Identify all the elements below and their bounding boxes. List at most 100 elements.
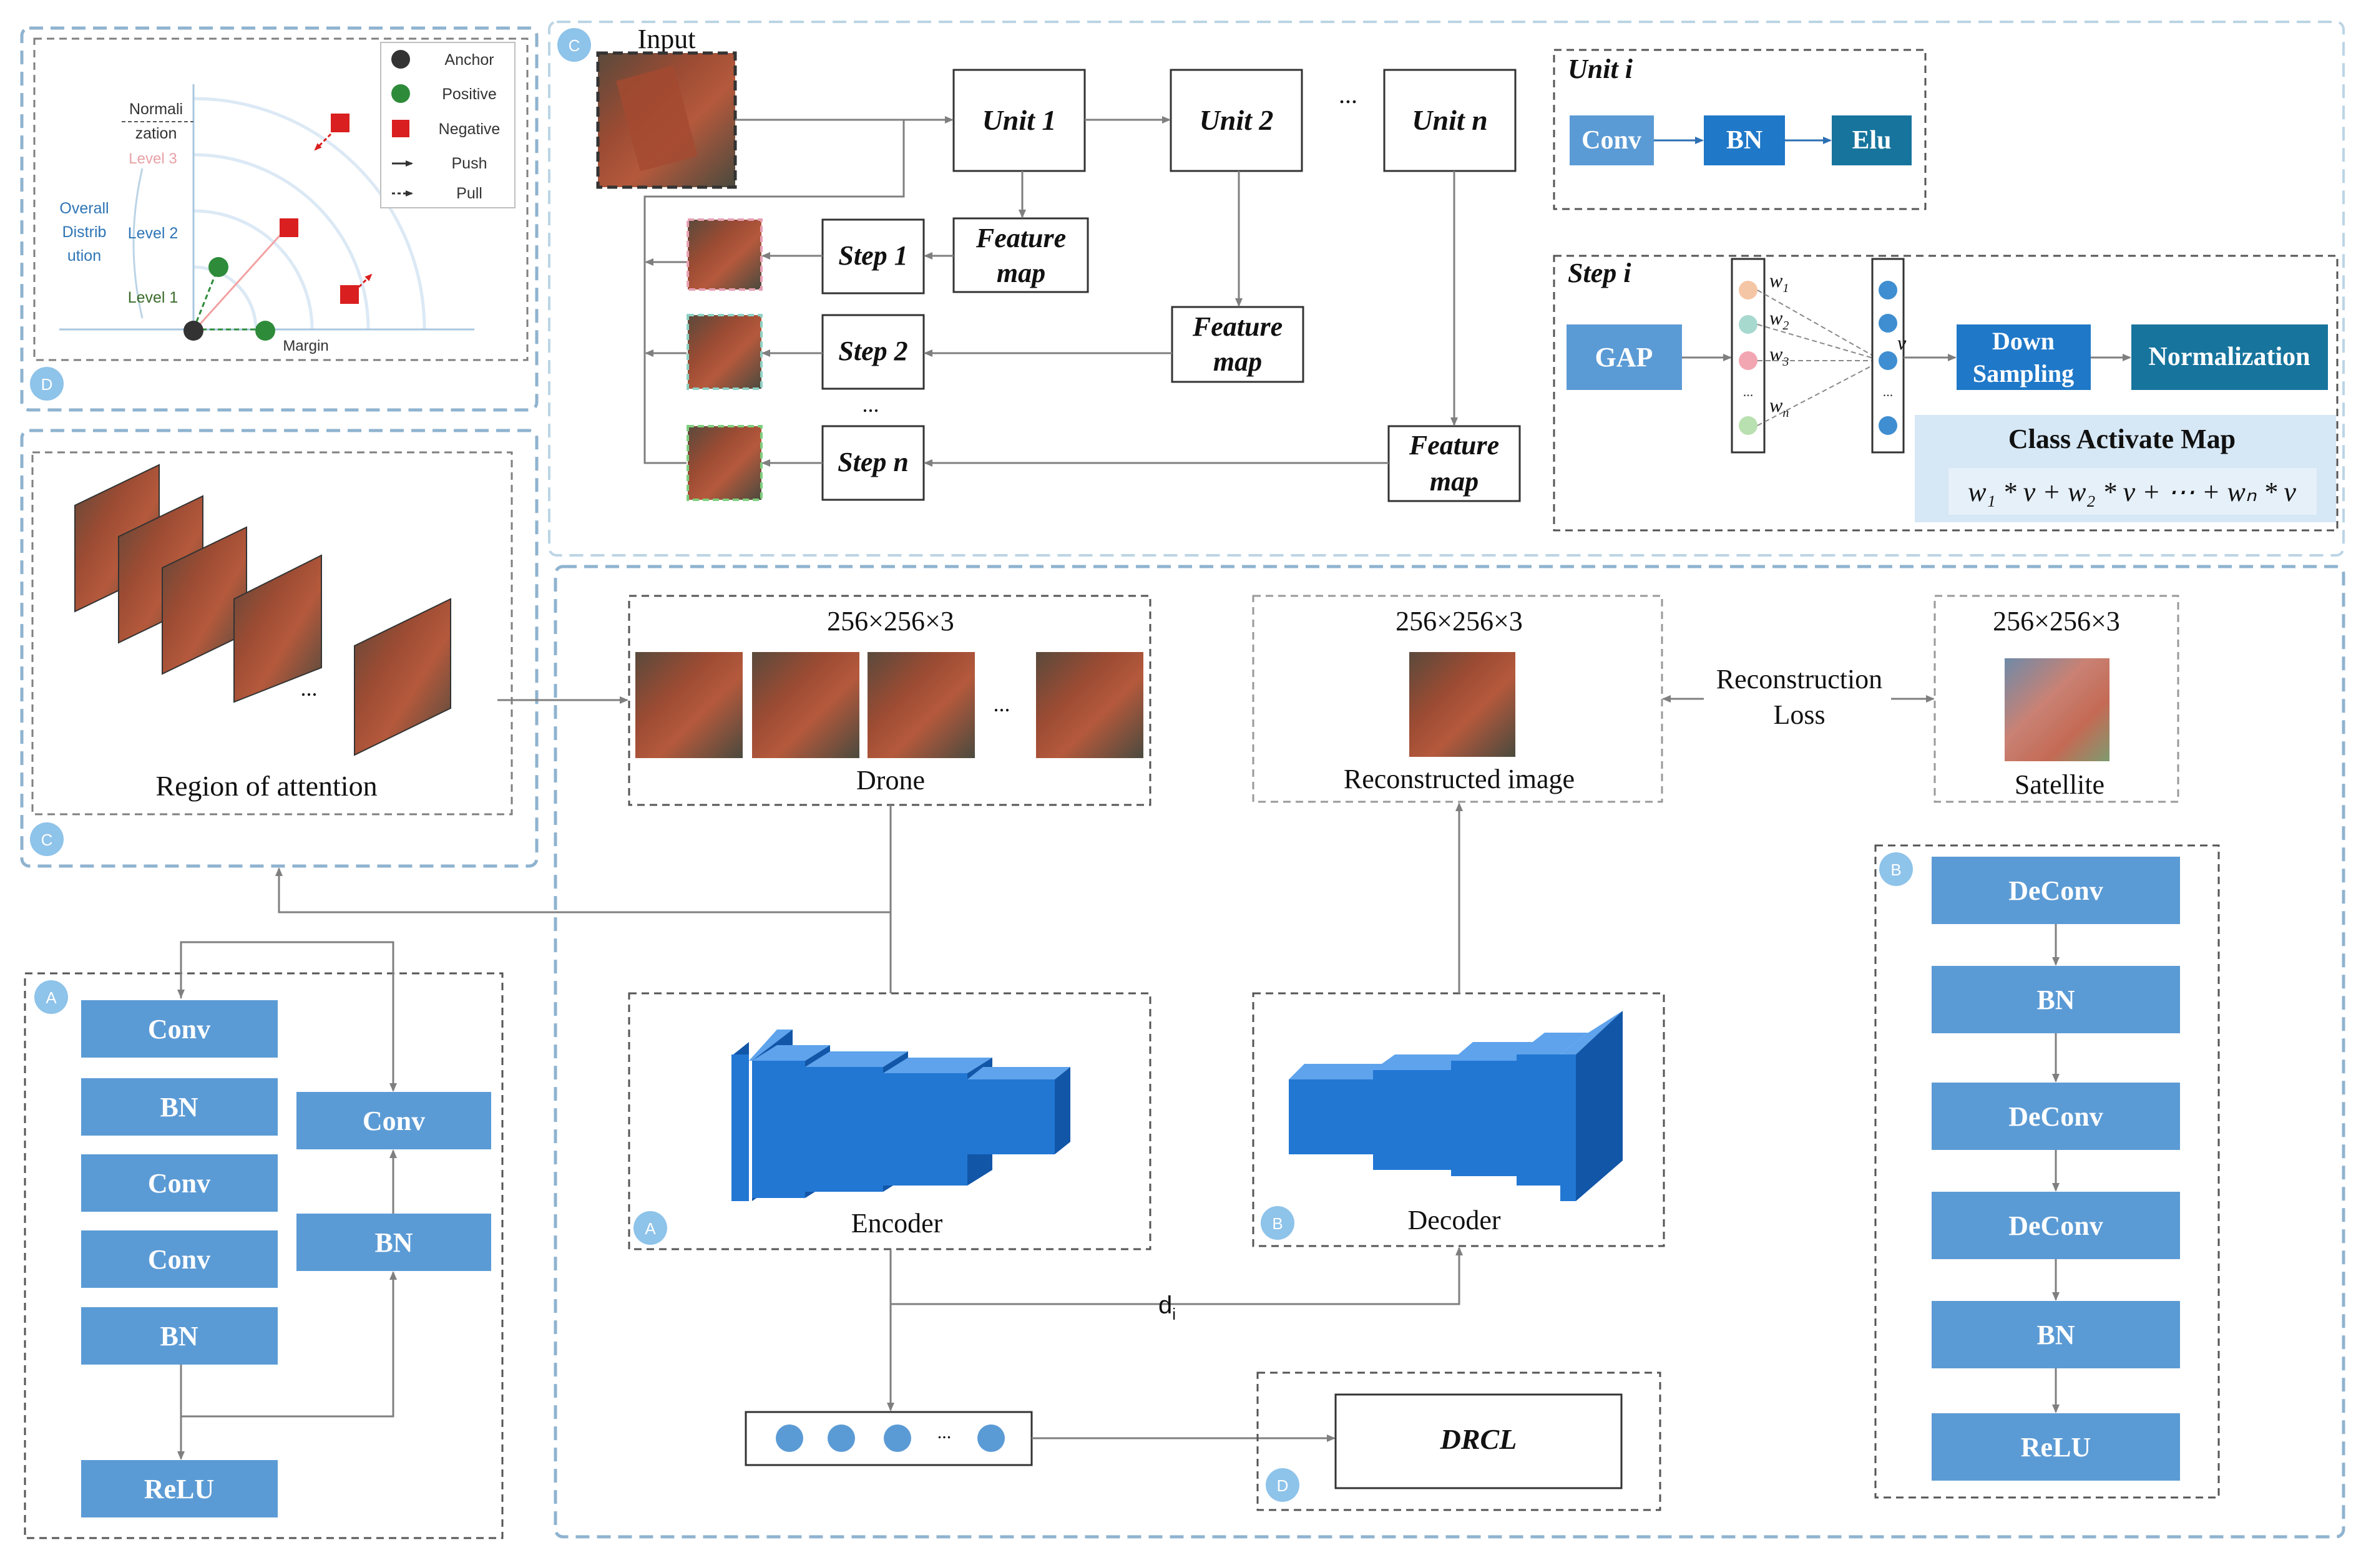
badge-d-drcl	[1266, 1468, 1299, 1502]
cam-formula-box	[1948, 468, 2317, 515]
unit-i-elu-block	[1832, 115, 1912, 165]
weight-node-2	[1739, 315, 1757, 334]
negative-point	[340, 285, 359, 304]
normalization-block-label: Normalization	[2149, 343, 2310, 371]
feature-map-n-label-a: Feature	[1409, 430, 1499, 460]
a-skip-bn	[296, 1214, 491, 1271]
badge-d-label: D	[41, 375, 53, 394]
badge-b-decoder	[1261, 1206, 1294, 1240]
level-2-label: Level 2	[128, 225, 178, 242]
reconstructed-size-label: 256×256×3	[1396, 606, 1523, 636]
loss-label-2: Loss	[1773, 699, 1825, 730]
badge-d-drcl-label: D	[1277, 1476, 1289, 1495]
unit-i-elu-label: Elu	[1852, 126, 1891, 155]
unit-i-conv-label: Conv	[1581, 126, 1641, 155]
v-node	[1879, 281, 1897, 299]
panel-a-frame	[24, 972, 504, 1539]
down-sampling-label-1: Down	[1992, 327, 2055, 355]
heatmap-step-2	[687, 314, 763, 390]
push-arrow	[314, 133, 332, 151]
decoder-cubes	[1289, 1011, 1623, 1201]
drone-image-1	[635, 652, 743, 758]
a-conv-3-label: Conv	[148, 1244, 210, 1275]
b-relu	[1932, 1413, 2180, 1481]
steps-ellipsis: ...	[863, 392, 879, 417]
unit-2-block	[1170, 69, 1303, 172]
panel-c-left: ... Region of attention C	[20, 429, 539, 868]
weight-node-n	[1739, 416, 1757, 435]
satellite-image	[2005, 658, 2109, 761]
main-panel: 256×256×3 ... Drone 256×256×3 Reconstruc…	[275, 565, 2345, 1539]
panel-d: Normali zation Level 3 Overall Distrib u…	[20, 26, 539, 412]
a-conv-3	[81, 1230, 278, 1288]
weight-2-label: w2	[1769, 306, 1789, 333]
feature-map-2	[1171, 306, 1304, 383]
a-bn-2-label: BN	[160, 1321, 198, 1351]
badge-c-left-label: C	[41, 830, 53, 849]
panel-d-inner-frame	[33, 37, 529, 361]
drcl-box	[1256, 1371, 1661, 1511]
satellite-label: Satellite	[2015, 769, 2104, 800]
badge-a-encoder	[633, 1211, 667, 1245]
weight-node-1	[1739, 281, 1757, 299]
reconstructed-image	[1409, 652, 1515, 757]
b-bn-2-label: BN	[2036, 1320, 2075, 1350]
b-deconv-1-label: DeConv	[2008, 875, 2103, 906]
v-node	[1879, 416, 1897, 435]
weight-node-3	[1739, 351, 1757, 370]
positive-point	[208, 257, 228, 277]
level-3-label: Level 3	[129, 150, 177, 167]
feature-node	[828, 1424, 855, 1452]
main-panel-frame	[554, 565, 2345, 1539]
unit-i-conv-block	[1570, 115, 1654, 165]
b-deconv-3	[1932, 1192, 2180, 1259]
reconstructed-label: Reconstructed image	[1344, 764, 1575, 794]
units-ellipsis: ...	[1339, 80, 1357, 109]
feature-node	[977, 1424, 1005, 1452]
weight-1-label: w1	[1769, 269, 1789, 295]
unit-i-bn-block	[1704, 115, 1785, 165]
stack-ellipsis: ...	[301, 676, 318, 701]
a-conv-1-label: Conv	[148, 1014, 210, 1045]
weight-ellipsis: ...	[1743, 384, 1754, 399]
encoder-to-decoder-di	[891, 1247, 1463, 1305]
feature-map-2-label-b: map	[1213, 346, 1262, 377]
b-bn-1	[1932, 966, 2180, 1033]
legend-negative-label: Negative	[439, 120, 501, 138]
region-of-attention-label: Region of attention	[155, 770, 377, 802]
panel-c-top: C Input Unit 1 Unit 2 Unit n ... Feature…	[548, 21, 2345, 557]
a-skip-conv	[296, 1092, 491, 1149]
b-deconv-1	[1932, 857, 2180, 924]
drone-image-3	[868, 652, 975, 758]
negative-point	[280, 218, 298, 237]
negative-point	[331, 114, 350, 132]
drone-label: Drone	[856, 765, 925, 796]
a-skip-conv-label: Conv	[363, 1106, 425, 1136]
badge-c-top	[557, 28, 591, 62]
feature-map-1-label-a: Feature	[975, 223, 1066, 253]
unit-n-label: Unit n	[1412, 104, 1487, 136]
unit-1-label: Unit 1	[982, 104, 1057, 136]
drone-image-2	[752, 652, 859, 758]
attention-image-stack	[74, 464, 451, 756]
weight-n-label: wn	[1769, 394, 1789, 420]
input-roof	[616, 66, 698, 172]
push-line	[198, 230, 285, 326]
step-n-label: Step n	[838, 447, 909, 477]
badge-b-decoder-label: B	[1272, 1214, 1283, 1233]
level-1-label: Level 1	[128, 289, 178, 306]
encoder-cubes	[731, 1030, 1070, 1201]
a-conv-2-label: Conv	[148, 1168, 210, 1199]
step-2-label: Step 2	[838, 336, 907, 366]
v-node	[1879, 314, 1897, 333]
a-conv-1	[81, 1000, 278, 1058]
step-1-block	[821, 218, 925, 295]
feature-map-1	[952, 217, 1089, 293]
gap-label: GAP	[1595, 342, 1653, 373]
unit-i-bn-label: BN	[1726, 126, 1762, 155]
normalization-label-2: zation	[135, 125, 177, 142]
loss-label-1: Reconstruction	[1716, 664, 1882, 694]
step-1-label: Step 1	[838, 240, 907, 271]
input-label: Input	[638, 24, 696, 54]
weight-labels: w1 w2 w3 wn	[1769, 269, 1789, 420]
